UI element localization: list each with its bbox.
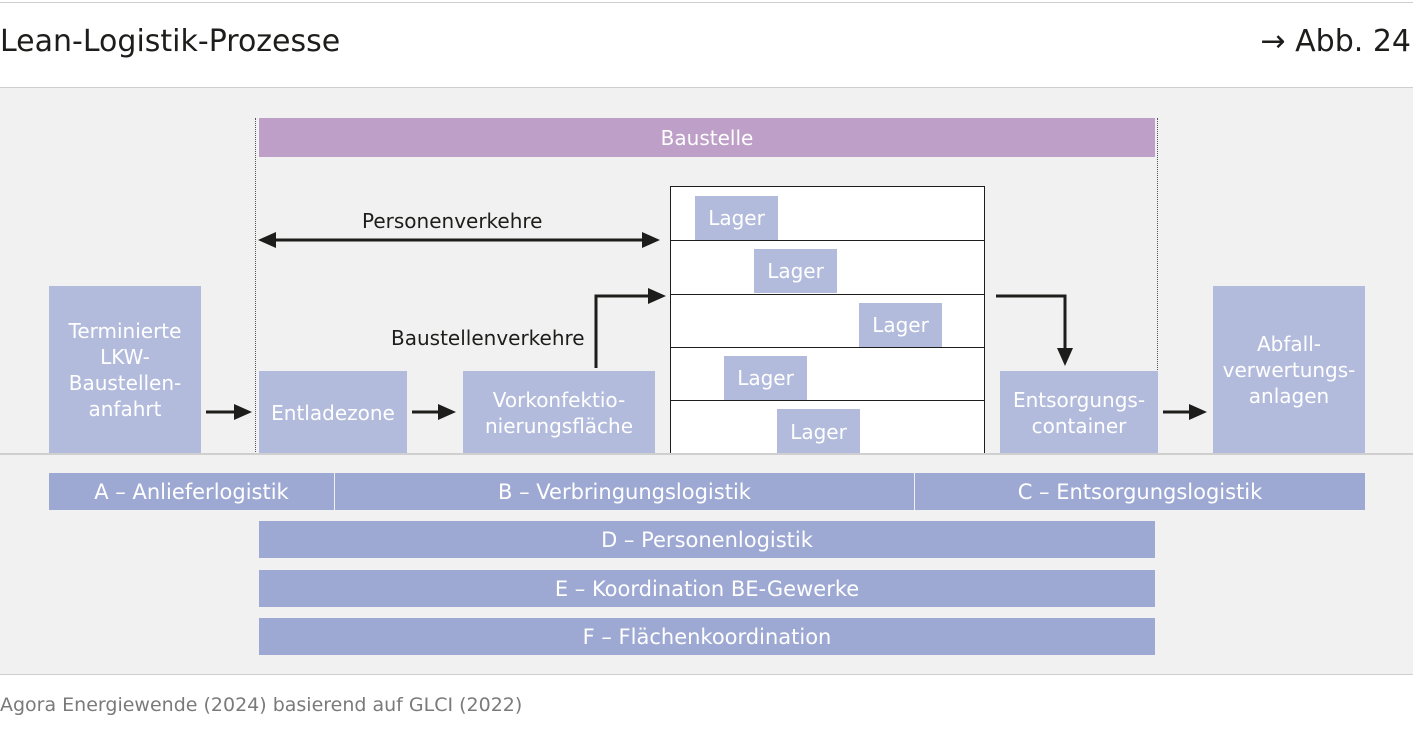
site-traffic-label: Baustellenverkehre xyxy=(391,326,585,350)
arrow-to-unloading-zone xyxy=(206,404,252,420)
top-rule xyxy=(0,2,1413,3)
storage-floor-3 xyxy=(670,295,985,348)
band-d-people-logistics: D – Personenlogistik xyxy=(259,521,1155,558)
band-b-transfer-logistics: B – Verbringungslogistik xyxy=(335,473,914,510)
recycling-plants-box: Abfall- verwertungs- anlagen xyxy=(1213,286,1365,454)
site-traffic-arrow xyxy=(594,288,666,368)
page-title: Lean-Logistik-Prozesse xyxy=(0,24,341,59)
site-boundary-right xyxy=(1157,118,1158,454)
arrow-to-waste-container xyxy=(996,294,1073,366)
prefab-area-box: Vorkonfektio- nierungsfläche xyxy=(463,371,655,454)
site-bar: Baustelle xyxy=(259,118,1155,157)
band-f-area-coordination: F – Flächenkoordination xyxy=(259,618,1155,655)
band-c-disposal-logistics: C – Entsorgungslogistik xyxy=(915,473,1365,510)
truck-arrival-box: Terminierte LKW- Baustellen- anfahrt xyxy=(49,286,201,454)
waste-container-box: Entsorgungs- container xyxy=(1000,371,1158,454)
storage-label-3: Lager xyxy=(859,303,942,347)
header-divider xyxy=(0,87,1413,88)
source-note: Agora Energiewende (2024) basierend auf … xyxy=(0,694,523,716)
arrow-to-prefab-area xyxy=(412,404,456,420)
figure-reference: → Abb. 24 xyxy=(1260,24,1411,59)
site-boundary-left xyxy=(255,118,256,454)
arrow-to-recycling-plants xyxy=(1163,404,1207,420)
storage-label-1: Lager xyxy=(695,196,778,240)
storage-label-5: Lager xyxy=(777,409,860,454)
footer-divider xyxy=(0,674,1413,675)
storage-floor-1 xyxy=(670,186,985,241)
people-traffic-arrow xyxy=(258,232,660,248)
storage-label-2: Lager xyxy=(754,249,837,293)
storage-floor-4 xyxy=(670,348,985,401)
site-baseline xyxy=(0,453,1413,455)
unloading-zone-box: Entladezone xyxy=(259,371,407,454)
band-a-delivery-logistics: A – Anlieferlogistik xyxy=(49,473,334,510)
band-e-coordination: E – Koordination BE-Gewerke xyxy=(259,570,1155,607)
storage-floor-2 xyxy=(670,241,985,295)
storage-label-4: Lager xyxy=(724,356,807,400)
people-traffic-label: Personenverkehre xyxy=(362,209,543,233)
